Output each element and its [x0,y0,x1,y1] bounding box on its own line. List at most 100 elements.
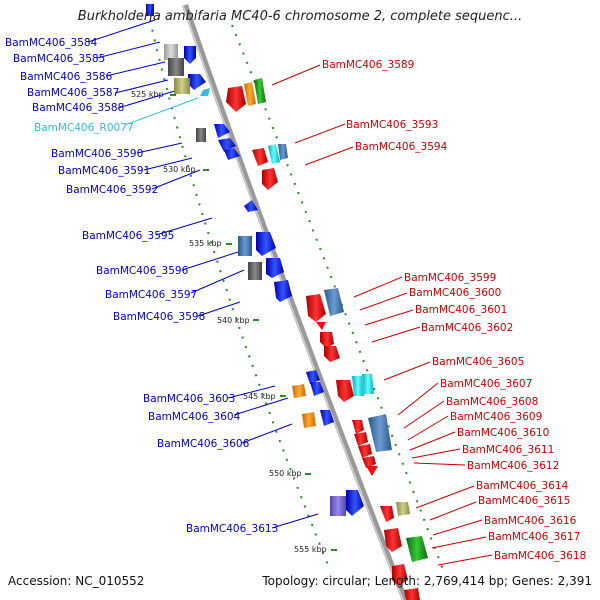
gene-arrow [346,490,364,516]
gene-arrow [362,456,376,468]
kbp-label: 540 kbp [217,316,250,325]
gene-label[interactable]: BamMC406_3618 [494,550,586,562]
gene-arrow [330,496,346,516]
gene-arrow [320,410,334,426]
gene-arrow [252,148,268,166]
gene-label[interactable]: BamMC406_3606 [157,438,250,450]
gene-label[interactable]: BamMC406_3598 [113,311,205,323]
right-leader-lines [271,64,493,566]
gene-arrow [268,144,280,164]
gene-arrow [310,382,324,396]
gene-arrow [316,322,326,330]
gene-arrow [256,232,276,256]
gene-arrow [324,288,344,316]
kbp-label: 530 kbp [163,165,196,174]
left-gene-labels: BamMC406_3584 BamMC406_3585 BamMC406_358… [5,37,278,535]
gene-arrow [336,380,354,402]
gene-arrow [302,412,316,428]
gene-label[interactable]: BamMC406_3592 [66,184,158,196]
gene-label[interactable]: BamMC406_3588 [32,102,124,114]
gene-label[interactable]: BamMC406_3608 [446,396,538,408]
gene-arrow [214,124,230,138]
right-strand-genes [226,78,428,600]
gene-label[interactable]: BamMC406_3595 [82,230,174,242]
gene-label[interactable]: BamMC406_3615 [478,495,570,507]
gene-label[interactable]: BamMC406_3597 [105,289,197,301]
gene-arrow [366,466,378,476]
gene-arrow [174,78,190,94]
gene-arrow [406,536,428,562]
gene-label[interactable]: BamMC406_3589 [322,59,414,71]
gene-arrow [362,374,374,394]
gene-label[interactable]: BamMC406_3603 [143,393,235,405]
left-strand-genes [146,4,364,516]
gene-arrow [188,74,206,90]
gene-arrow [196,128,206,142]
left-dotted-track [149,19,331,571]
gene-arrow [352,420,364,434]
gene-label[interactable]: BamMC406_3587 [27,87,119,99]
gene-label[interactable]: BamMC406_3604 [148,411,241,423]
gene-label[interactable]: BamMC406_3584 [5,37,98,49]
rna-gene-label[interactable]: BamMC406_R0077 [34,122,134,134]
gene-label[interactable]: BamMC406_3599 [404,272,496,284]
gene-label[interactable]: BamMC406_3616 [484,515,577,527]
gene-label[interactable]: BamMC406_3617 [488,531,580,543]
gene-label[interactable]: BamMC406_3614 [476,480,569,492]
gene-label[interactable]: BamMC406_3607 [440,378,532,390]
gene-arrow [146,4,154,16]
gene-arrow [262,168,278,190]
topology-stats-text: Topology: circular; Length: 2,769,414 bp… [262,574,592,588]
gene-arrow [380,506,394,522]
gene-arrow [244,82,256,106]
map-title: Burkholderia ambifaria MC40-6 chromosome… [77,9,523,24]
gene-arrow [248,262,262,280]
gene-arrow [352,376,364,396]
gene-label[interactable]: BamMC406_3602 [421,322,513,334]
gene-arrow [292,384,306,398]
gene-arrow [168,58,184,76]
chromosome-backbone [182,4,408,600]
gene-label[interactable]: BamMC406_3600 [409,287,501,299]
gene-label[interactable]: BamMC406_3593 [346,119,438,131]
gene-arrow [238,236,252,256]
gene-label[interactable]: BamMC406_3612 [467,460,559,472]
gene-arrow [396,502,410,516]
kbp-label: 555 kbp [294,545,327,554]
gene-label[interactable]: BamMC406_3590 [51,148,143,160]
left-leader-lines [87,19,319,529]
gene-label[interactable]: BamMC406_3591 [58,165,150,177]
gene-arrow [274,280,292,302]
gene-arrow [254,78,266,104]
accession-text: Accession: NC_010552 [8,574,145,588]
gene-label[interactable]: BamMC406_3601 [415,304,507,316]
kbp-label: 535 kbp [189,239,222,248]
gene-arrow [226,86,246,112]
gene-label[interactable]: BamMC406_3605 [432,356,524,368]
gene-arrow [184,46,196,64]
gene-label[interactable]: BamMC406_3610 [457,427,549,439]
gene-arrow [306,294,326,322]
gene-arrow [358,444,372,458]
gene-label[interactable]: BamMC406_3609 [450,411,542,423]
rna-leader-line [124,97,199,126]
gene-arrow [324,346,340,362]
gene-label[interactable]: BamMC406_3613 [186,523,278,535]
gene-arrow [384,528,402,552]
gene-arrow [164,44,178,60]
right-gene-labels: BamMC406_3589 BamMC406_3593 BamMC406_359… [322,59,586,562]
gene-label[interactable]: BamMC406_3596 [96,265,189,277]
gene-label[interactable]: BamMC406_3586 [20,71,113,83]
gene-label[interactable]: BamMC406_3611 [462,444,554,456]
gene-arrow [278,144,288,160]
kbp-label: 525 kbp [131,90,164,99]
kbp-label: 545 kbp [243,392,276,401]
gene-arrow [266,258,284,278]
gene-arrow [224,148,240,160]
kbp-label: 550 kbp [269,469,302,478]
gene-label[interactable]: BamMC406_3585 [13,53,105,65]
gene-label[interactable]: BamMC406_3594 [355,141,448,153]
gene-arrow [354,432,368,446]
gene-arrow [244,200,258,212]
